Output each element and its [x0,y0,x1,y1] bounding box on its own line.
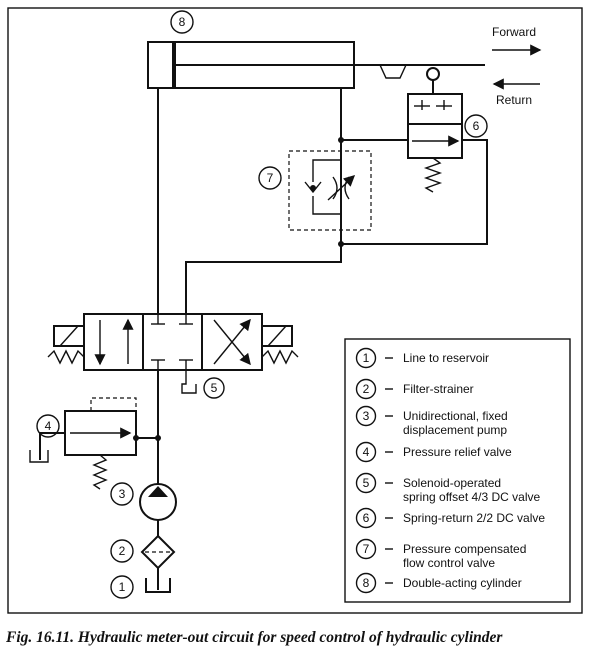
callout-7: 7 [267,171,274,185]
callout-1: 1 [119,580,126,594]
pressure-relief-valve [29,397,137,490]
legend-text: Unidirectional, fixed [403,409,508,423]
legend-number-circle [355,378,377,400]
legend-text: Pressure relief valve [403,445,512,459]
callout-8-circle [170,10,194,34]
legend-number: 1 [363,351,370,365]
reservoir [145,578,171,593]
callout-4: 4 [45,419,52,433]
check-valve [304,181,322,194]
legend-number: 2 [363,382,370,396]
legend-number-circle [355,405,377,427]
legend-text: displacement pump [403,423,507,437]
legend-number: 7 [363,542,370,556]
tank-4 [29,450,49,463]
legend-number-circle [355,538,377,560]
return-label: Return [496,93,532,107]
legend-number: 5 [363,476,370,490]
right-solenoid [261,325,293,347]
legend-item: 2 Filter-strainer [355,378,474,400]
callout-2: 2 [119,544,126,558]
roller [426,67,440,81]
left-spring [47,349,85,365]
solenoid-4-3-valve [47,313,299,371]
callout-2-circle [110,539,134,563]
forward-label: Forward [492,25,536,39]
callout-5: 5 [211,381,218,395]
left-solenoid [53,325,85,347]
legend-number-circle [355,441,377,463]
right-spring [261,349,299,365]
legend-text: Line to reservoir [403,351,489,365]
callout-6: 6 [473,119,480,133]
double-acting-cylinder [147,41,485,89]
callout-5-circle [203,377,225,399]
callout-8: 8 [179,15,186,29]
legend-number: 8 [363,576,370,590]
legend-text: Spring-return 2/2 DC valve [403,511,545,525]
legend: 1 Line to reservoir 2 Filter-strainer 3 Unidi… [344,338,571,603]
legend-item: 6 Spring-return 2/2 DC valve [355,507,545,529]
legend-number-circle [355,572,377,594]
legend-number-circle [355,347,377,369]
legend-text: Double-acting cylinder [403,576,522,590]
legend-number-circle [355,472,377,494]
spring [423,157,443,193]
callout-7-circle [258,166,282,190]
callout-6-circle [464,114,488,138]
callout-3: 3 [119,487,126,501]
cam-actuator [378,64,408,79]
legend-number: 4 [363,445,370,459]
legend-text: spring offset 4/3 DC valve [403,490,541,504]
legend-item: 8 Double-acting cylinder [355,572,522,594]
legend-number: 6 [363,511,370,525]
callout-1-circle [110,575,134,599]
figure-border [7,7,583,614]
legend-text: flow control valve [403,556,495,570]
fixed-displacement-pump [139,483,177,521]
tank-5 [181,370,197,394]
legend-item: 1 Line to reservoir [355,347,489,369]
legend-text: Pressure compensated [403,542,526,556]
spring-return-2-2-valve [407,67,463,193]
callout-3-circle [110,482,134,506]
legend-number-circle [355,507,377,529]
legend-text: Solenoid-operated [403,476,501,490]
legend-text: Filter-strainer [403,382,474,396]
filter-strainer [140,534,176,570]
flow-control-valve [288,140,372,244]
legend-item: 4 Pressure relief valve [355,441,512,463]
callout-4-circle [36,414,60,438]
figure-caption: Fig. 16.11. Hydraulic meter-out circuit … [5,629,503,646]
legend-border [344,338,571,603]
legend-number: 3 [363,409,370,423]
